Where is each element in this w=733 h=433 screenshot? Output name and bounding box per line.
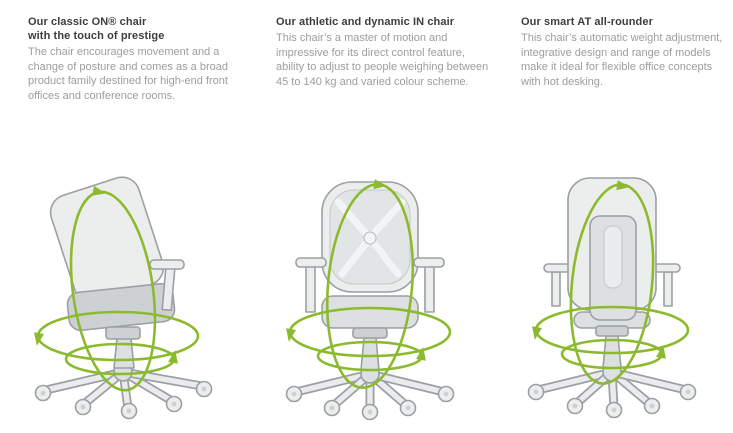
product-title-line2: with the touch of prestige <box>28 30 165 42</box>
rotation-arrows <box>532 180 690 385</box>
arrow-head <box>616 180 630 191</box>
arrow-head <box>532 326 542 340</box>
armrest-right <box>413 257 445 313</box>
caster-wheels <box>34 380 213 420</box>
arrow-head <box>286 328 296 342</box>
product-title-in: Our athletic and dynamic IN chair <box>276 15 490 29</box>
five-star-base <box>527 362 697 419</box>
backrest <box>321 181 419 293</box>
chair-illustration-at <box>527 177 697 419</box>
chair-drawing <box>527 177 697 419</box>
seat-mechanism <box>105 326 141 340</box>
product-column-on: Our classic ON® chair with the touch of … <box>28 15 230 103</box>
caster-wheels <box>285 385 455 421</box>
rotation-arrows <box>286 179 452 389</box>
backrest <box>567 177 657 321</box>
seat <box>321 295 419 329</box>
product-title-line1: Our athletic and dynamic IN chair <box>276 16 455 28</box>
seat-mechanism <box>595 325 629 337</box>
arrow-head <box>416 347 426 361</box>
product-description-at: This chair’s automatic weight adjustment… <box>521 32 723 88</box>
mesh-frame <box>334 198 406 278</box>
armrest <box>149 259 185 312</box>
product-title-at: Our smart AT all-rounder <box>521 15 723 29</box>
chair-drawing <box>34 176 213 420</box>
chair-illustration-on <box>34 176 213 420</box>
product-title-line1: Our smart AT all-rounder <box>521 16 653 28</box>
armrest-left <box>543 263 571 307</box>
arrow-head <box>373 179 387 190</box>
arrow-head <box>656 345 666 359</box>
arrow-head <box>168 350 178 364</box>
product-title-line1: Our classic ON® chair <box>28 16 147 28</box>
product-description-in: This chair’s a master of motion and impr… <box>276 32 489 88</box>
five-star-base <box>285 364 455 421</box>
seat <box>66 282 176 332</box>
chair-drawing <box>285 181 455 421</box>
arrow-head <box>34 332 44 346</box>
rotation-arrows <box>34 185 200 392</box>
caster-wheels <box>527 383 697 419</box>
arrow-head <box>92 185 106 196</box>
seat-mechanism <box>352 327 388 339</box>
gas-lift <box>113 337 135 369</box>
product-title-on: Our classic ON® chair with the touch of … <box>28 15 230 43</box>
armrest-left <box>295 257 327 313</box>
product-column-in: Our athletic and dynamic IN chair This c… <box>276 15 490 89</box>
product-column-at: Our smart AT all-rounder This chair’s au… <box>521 15 723 89</box>
armrest-right <box>653 263 681 307</box>
chair-illustration-in <box>285 179 455 421</box>
product-description-on: The chair encourages movement and a chan… <box>28 46 228 102</box>
